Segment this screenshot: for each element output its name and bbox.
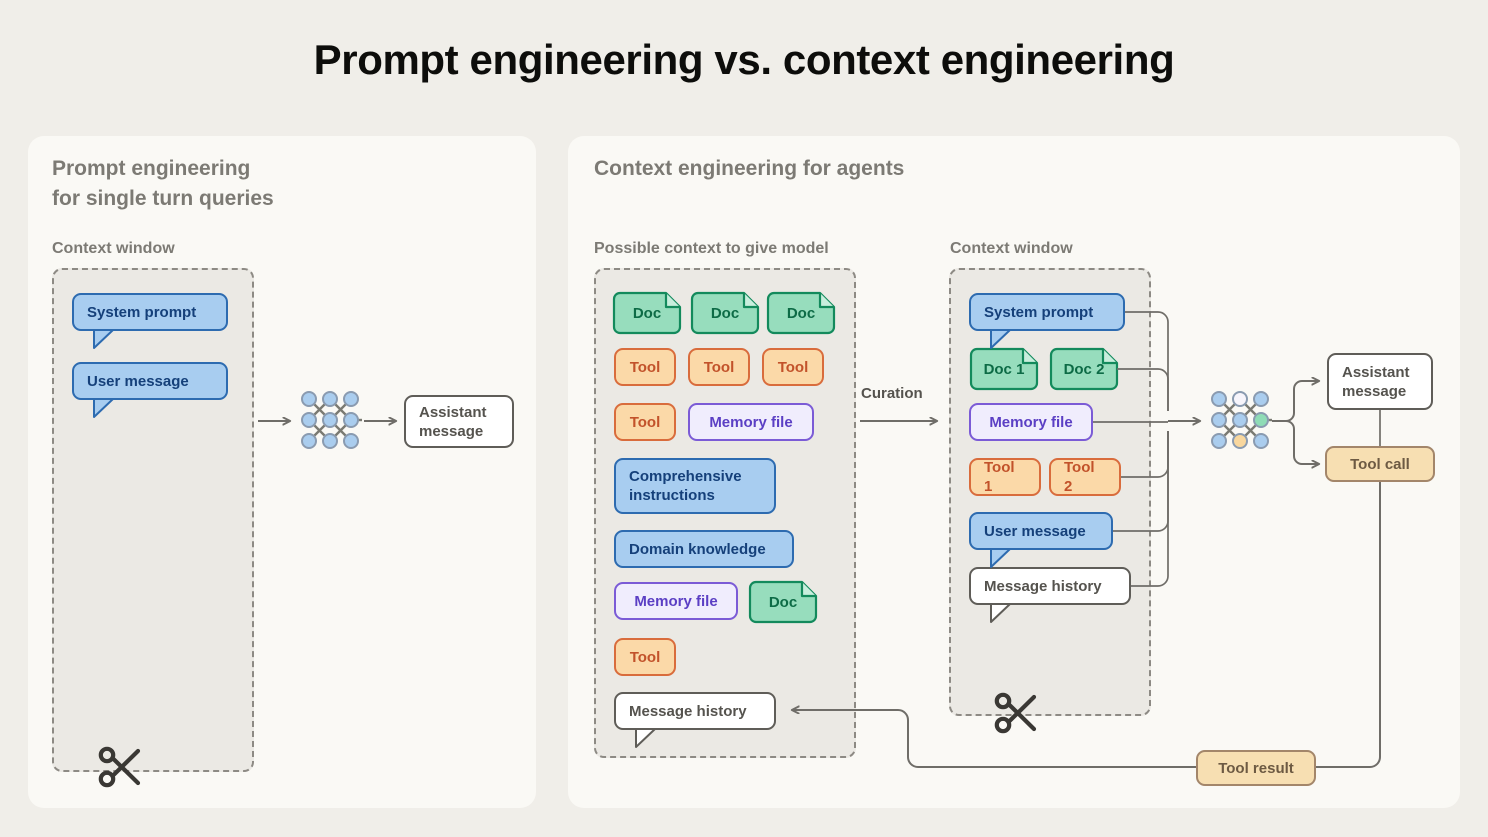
left-context-window-label: Context window [52,240,175,257]
chip-label: Memory file [634,592,718,610]
doc-icon-2[interactable]: Doc [690,291,760,335]
chip-ctx-user-message[interactable]: User message [969,512,1113,550]
chip-label: Memory file [989,413,1073,431]
chip-tool-2[interactable]: Tool [688,348,750,386]
left-context-window-box [52,268,254,772]
chip-ctx-system-prompt[interactable]: System prompt [969,293,1125,331]
doc-icon-ctx-2[interactable]: Doc 2 [1049,347,1119,391]
chip-label: User message [87,372,189,390]
chip-assistant-message-right[interactable]: Assistant message [1327,353,1433,410]
chip-label: Tool [777,358,809,376]
chip-comprehensive-instructions[interactable]: Comprehensive instructions [614,458,776,514]
chip-label: Tool 2 [1064,459,1095,495]
chip-label: Tool [629,648,661,666]
chip-ctx-message-history[interactable]: Message history [969,567,1131,605]
chip-memory-file-2[interactable]: Memory file [614,582,738,620]
chip-label: System prompt [984,303,1094,321]
possible-context-label: Possible context to give model [594,240,829,257]
chip-label: Comprehensive instructions [629,468,742,504]
chip-label: Domain knowledge [629,540,766,558]
chip-tool-3[interactable]: Tool [762,348,824,386]
chip-label: Tool [703,358,735,376]
chip-user-message[interactable]: User message [72,362,228,400]
chip-label: Assistant message [419,403,487,440]
scissors-icon-left [96,741,148,798]
doc-icon-ctx-1[interactable]: Doc 1 [969,347,1039,391]
chip-label: System prompt [87,303,197,321]
chip-label: Tool [629,413,661,431]
chip-label: Message history [629,702,747,720]
chip-tool-4[interactable]: Tool [614,403,676,441]
doc-icon-3[interactable]: Doc [766,291,836,335]
chip-label: Tool call [1350,455,1410,473]
chip-assistant-message-left[interactable]: Assistant message [404,395,514,448]
chip-label: User message [984,522,1086,540]
chip-tool-result[interactable]: Tool result [1196,750,1316,786]
chip-tool-5[interactable]: Tool [614,638,676,676]
chip-label: Tool [629,358,661,376]
chip-tool-1[interactable]: Tool [614,348,676,386]
right-context-window-label: Context window [950,240,1073,257]
scissors-icon-right [992,687,1044,744]
chip-system-prompt[interactable]: System prompt [72,293,228,331]
chip-label: Memory file [709,413,793,431]
chip-ctx-tool-1[interactable]: Tool 1 [969,458,1041,496]
right-panel-heading: Context engineering for agents [594,157,905,180]
chip-ctx-memory-file[interactable]: Memory file [969,403,1093,441]
left-panel-heading: Prompt engineering for single turn queri… [52,157,274,210]
chip-label: Tool result [1218,759,1294,777]
curation-label: Curation [861,385,923,402]
chip-memory-file-1[interactable]: Memory file [688,403,814,441]
doc-icon-4[interactable]: Doc [748,580,818,624]
page-title: Prompt engineering vs. context engineeri… [313,36,1175,83]
chip-tool-call[interactable]: Tool call [1325,446,1435,482]
doc-icon-1[interactable]: Doc [612,291,682,335]
chip-label: Message history [984,577,1102,595]
neural-network-icon-right [1208,388,1272,452]
chip-label: Assistant message [1342,363,1410,400]
chip-message-history-left[interactable]: Message history [614,692,776,730]
chip-label: Tool 1 [984,459,1015,495]
neural-network-icon-left [298,388,362,452]
chip-ctx-tool-2[interactable]: Tool 2 [1049,458,1121,496]
chip-domain-knowledge[interactable]: Domain knowledge [614,530,794,568]
